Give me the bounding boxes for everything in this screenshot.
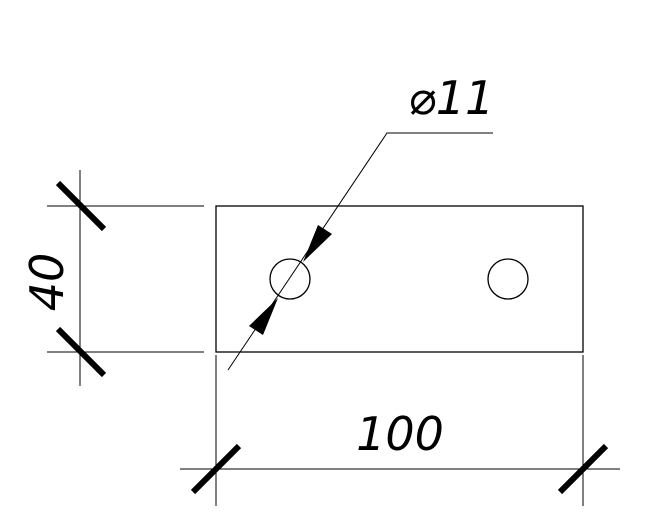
diameter-label: ⌀11	[408, 71, 494, 125]
arrowhead-lower	[249, 298, 278, 335]
tick-mark	[55, 180, 107, 232]
hole-right	[487, 258, 529, 300]
height-label: 40	[20, 253, 74, 312]
diameter-leader	[227, 132, 493, 371]
arrowhead-upper	[303, 225, 332, 262]
height-dimension	[47, 170, 204, 386]
width-dimension	[180, 355, 620, 506]
tick-mark	[190, 443, 242, 495]
width-label: 100	[356, 407, 444, 461]
tick-mark	[55, 326, 107, 378]
hole-left	[269, 258, 311, 300]
plate-outline	[215, 205, 584, 353]
tick-mark	[557, 443, 609, 495]
